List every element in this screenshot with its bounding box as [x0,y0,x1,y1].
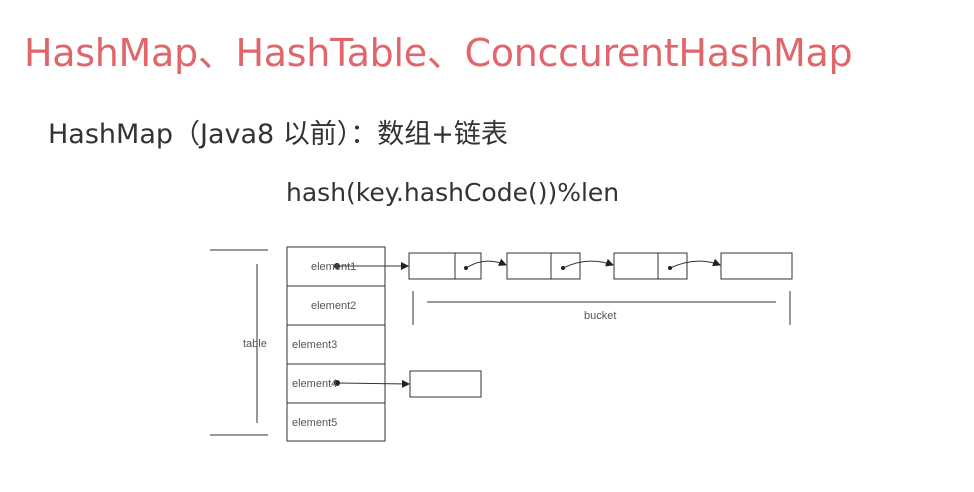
table-cell-5 [286,402,386,442]
bucket-node-4 [720,252,793,280]
element-label-4: element4 [292,378,337,390]
next-arrow-2 [562,258,614,269]
element-label-1: element1 [311,261,356,273]
element-label-3: element3 [292,339,337,351]
slide-title: HashMap、HashTable、ConccurentHashMap [24,31,853,75]
bucket-node-1 [408,252,482,280]
element-label-5: element5 [292,417,337,429]
element4-arrow [336,379,410,388]
element4-node [409,370,482,398]
next-arrow-1 [465,258,507,269]
table-label: table [243,338,267,350]
bucket-label: bucket [584,310,616,322]
next-arrow-3 [669,258,721,269]
bucket-node-3 [613,252,688,280]
bucket-node-2 [506,252,581,280]
slide-subtitle: HashMap（Java8 以前）：数组+链表 [48,119,508,150]
element-label-2: element2 [311,300,356,312]
hash-formula: hash(key.hashCode())%len [286,178,620,207]
